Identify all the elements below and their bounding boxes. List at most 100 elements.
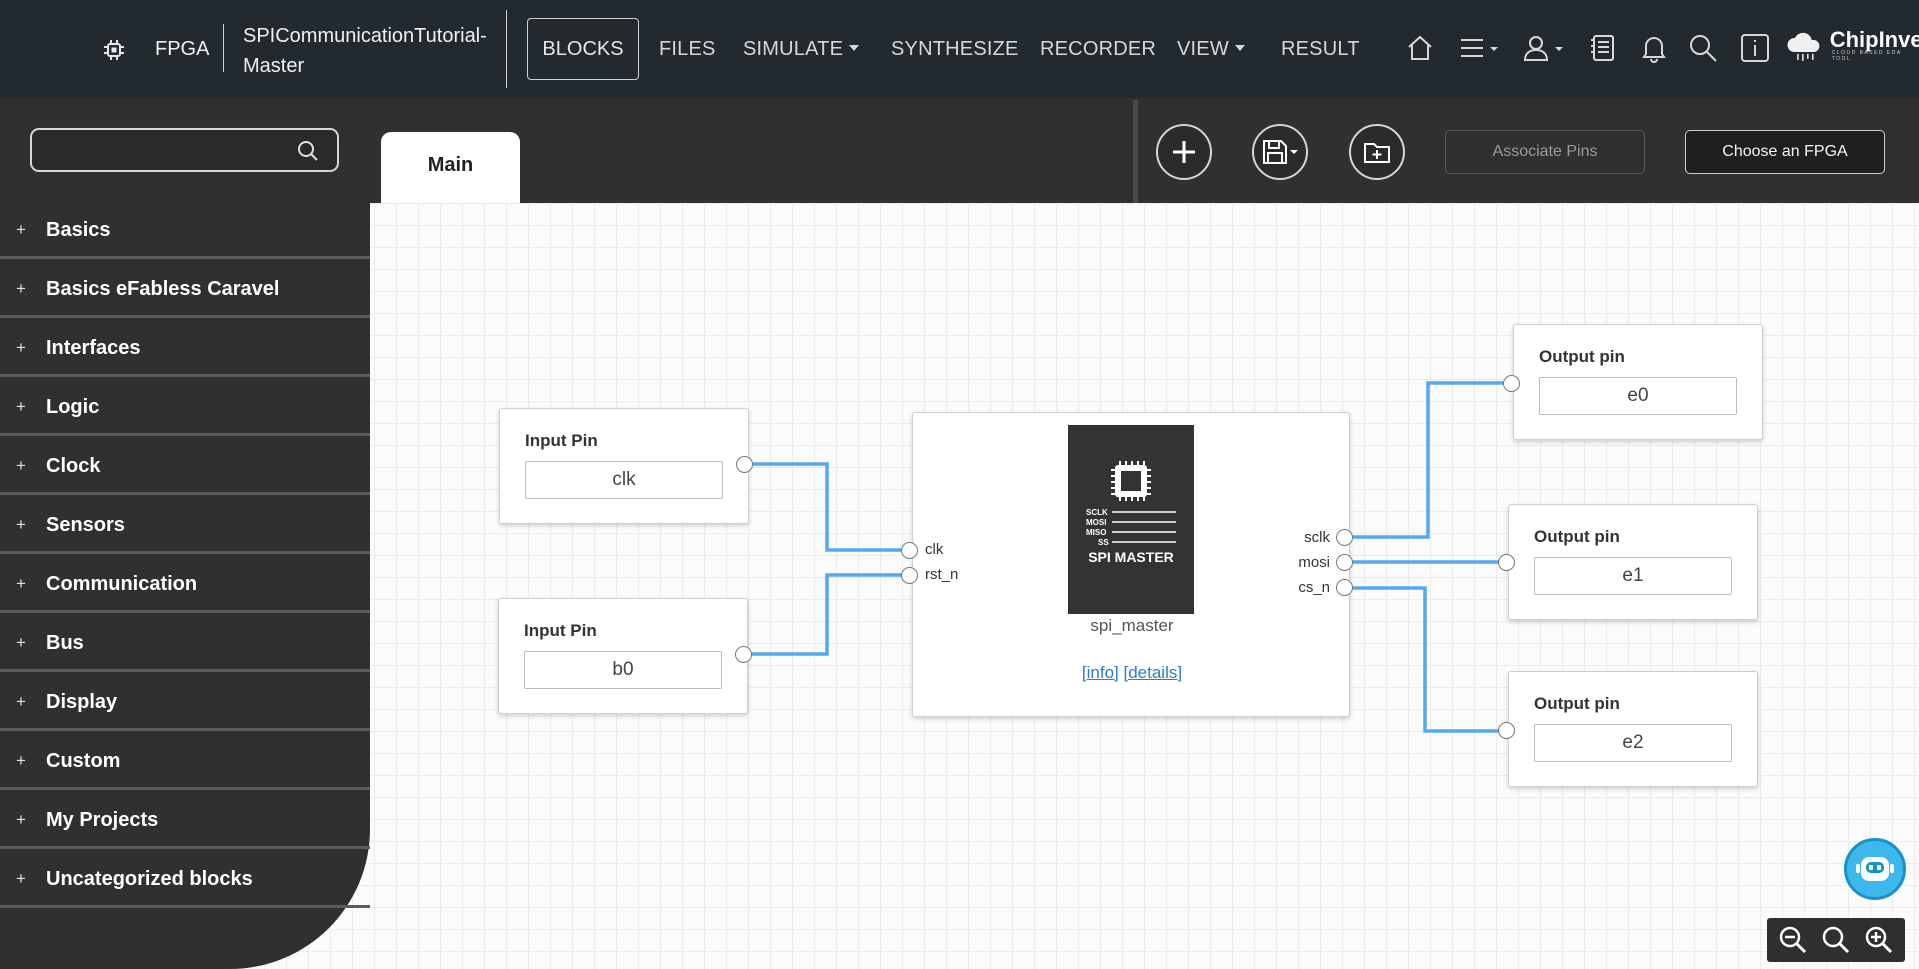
input-port[interactable]	[1498, 554, 1515, 571]
info-icon[interactable]	[1737, 30, 1773, 66]
zoom-in-button[interactable]	[1860, 921, 1898, 959]
port-label-cs-n: cs_n	[1298, 579, 1330, 596]
menu-synthesize[interactable]: SYNTHESIZE	[891, 38, 1019, 60]
wire-rst	[743, 573, 909, 656]
expand-icon: +	[16, 220, 26, 239]
zoom-out-button[interactable]	[1774, 921, 1812, 959]
zoom-out-icon	[1779, 926, 1806, 954]
port-label-rst-n: rst_n	[925, 566, 959, 583]
bell-icon[interactable]	[1636, 30, 1672, 66]
sidebar-item-logic[interactable]: + Logic	[0, 380, 370, 436]
menu-view[interactable]: VIEW	[1177, 38, 1245, 61]
input-pin-block[interactable]: Input Pin b0	[498, 598, 748, 714]
pin-name-field[interactable]: e0	[1539, 377, 1737, 415]
expand-icon: +	[16, 574, 26, 593]
save-button[interactable]	[1252, 124, 1308, 180]
input-port-rst-n[interactable]	[901, 567, 918, 584]
user-icon[interactable]	[1520, 30, 1570, 66]
expand-icon: +	[16, 751, 26, 770]
wire-sclk	[1345, 381, 1511, 539]
output-pin-block[interactable]: Output pin e1	[1508, 504, 1758, 620]
sidebar-item-my-projects[interactable]: + My Projects	[0, 793, 370, 849]
zoom-reset-button[interactable]	[1817, 921, 1855, 959]
sidebar-item-label: Clock	[46, 455, 101, 477]
expand-icon: +	[16, 515, 26, 534]
port-label-mosi: mosi	[1298, 554, 1330, 571]
choose-fpga-button[interactable]: Choose an FPGA	[1685, 130, 1885, 174]
output-port-mosi[interactable]	[1336, 554, 1353, 571]
hamburger-menu-icon[interactable]	[1455, 30, 1505, 66]
sidebar-item-display[interactable]: +Display	[0, 675, 370, 731]
spi-master-block[interactable]: SCLK MOSI MISO SS SPI MASTER spi_master …	[912, 412, 1350, 717]
info-link[interactable]: [info]	[1081, 663, 1119, 682]
sidebar-item-sensors[interactable]: + Sensors	[0, 498, 370, 554]
output-port[interactable]	[735, 646, 752, 663]
output-pin-block[interactable]: Output pin e0	[1513, 324, 1763, 440]
tab-main[interactable]: Main	[381, 132, 520, 203]
output-port-cs-n[interactable]	[1336, 579, 1353, 596]
new-folder-button[interactable]	[1349, 124, 1405, 180]
assistant-bot-button[interactable]	[1844, 838, 1906, 900]
sidebar-item-label: Sensors	[46, 514, 125, 536]
input-port[interactable]	[1503, 375, 1520, 392]
toolbar-divider	[1133, 100, 1138, 203]
output-pin-block[interactable]: Output pin e2	[1508, 671, 1758, 787]
menu-recorder[interactable]: RECORDER	[1040, 38, 1157, 60]
add-block-button[interactable]	[1156, 124, 1212, 180]
expand-icon: +	[16, 397, 26, 416]
search-icon[interactable]	[297, 140, 319, 162]
sidebar-item-interfaces[interactable]: +Interfaces	[0, 321, 370, 377]
expand-icon: +	[16, 869, 26, 888]
menu-result[interactable]: RESULT	[1281, 38, 1360, 60]
details-link[interactable]: [details]	[1123, 663, 1183, 682]
save-icon	[1263, 140, 1298, 164]
signal-label: SS	[1098, 538, 1109, 547]
associate-pins-button[interactable]: Associate Pins	[1445, 130, 1645, 174]
input-port[interactable]	[1498, 722, 1515, 739]
sidebar-item-bus[interactable]: +Bus	[0, 616, 370, 672]
chip-icon	[104, 40, 124, 60]
output-port-sclk[interactable]	[1336, 529, 1353, 546]
sidebar-item-basics-efabless-caravel[interactable]: +Basics eFabless Caravel	[0, 262, 370, 318]
sidebar-item-label: My Projects	[46, 809, 159, 831]
pin-name-field[interactable]: b0	[524, 651, 722, 689]
sidebar-item-uncategorized-blocks[interactable]: + Uncategorized blocks	[0, 852, 370, 908]
block-links: [info] [details]	[913, 663, 1351, 683]
toolbar: Main Associate Pins Choose an FPGA	[0, 98, 1919, 203]
logo-text: ChipInve	[1829, 27, 1919, 52]
input-pin-block[interactable]: Input Pin clk	[499, 408, 749, 524]
sidebar-item-communication[interactable]: +Communication	[0, 557, 370, 613]
sidebar-item-label: Logic	[46, 396, 100, 418]
input-port-clk[interactable]	[901, 542, 918, 559]
output-port[interactable]	[736, 456, 753, 473]
top-navbar: FPGA SPICommunicationTutorial- Master BL…	[0, 0, 1919, 98]
block-title: Input Pin	[524, 621, 597, 640]
block-search-input[interactable]	[30, 128, 339, 172]
menu-files[interactable]: FILES	[659, 38, 716, 60]
menu-simulate[interactable]: SIMULATE	[743, 38, 859, 61]
sidebar-item-label: Uncategorized blocks	[46, 868, 253, 890]
sidebar-item-label: Basics	[46, 219, 111, 241]
port-label-clk: clk	[925, 541, 944, 558]
notes-icon[interactable]	[1585, 30, 1621, 66]
sidebar-item-basics[interactable]: + Basics	[0, 203, 370, 259]
expand-icon: +	[16, 810, 26, 829]
sidebar-item-clock[interactable]: + Clock	[0, 439, 370, 495]
search-icon[interactable]	[1685, 30, 1721, 66]
expand-icon: +	[16, 456, 26, 475]
wire-cs	[1345, 586, 1506, 733]
menu-blocks[interactable]: BLOCKS	[527, 18, 639, 80]
home-icon[interactable]	[1402, 30, 1438, 66]
mode-label: FPGA	[155, 38, 210, 60]
sidebar-item-label: Interfaces	[46, 337, 141, 359]
navbar-divider	[506, 10, 507, 88]
zoom-reset-icon	[1822, 926, 1850, 954]
sidebar-item-label: Display	[46, 691, 118, 713]
pin-name-field[interactable]: e1	[1534, 557, 1732, 595]
project-title: SPICommunicationTutorial- Master	[243, 25, 487, 77]
add-icon	[1173, 141, 1195, 163]
sidebar-item-custom[interactable]: +Custom	[0, 734, 370, 790]
pin-name-field[interactable]: clk	[525, 461, 723, 499]
sidebar-item-label: Basics eFabless Caravel	[46, 278, 280, 300]
pin-name-field[interactable]: e2	[1534, 724, 1732, 762]
